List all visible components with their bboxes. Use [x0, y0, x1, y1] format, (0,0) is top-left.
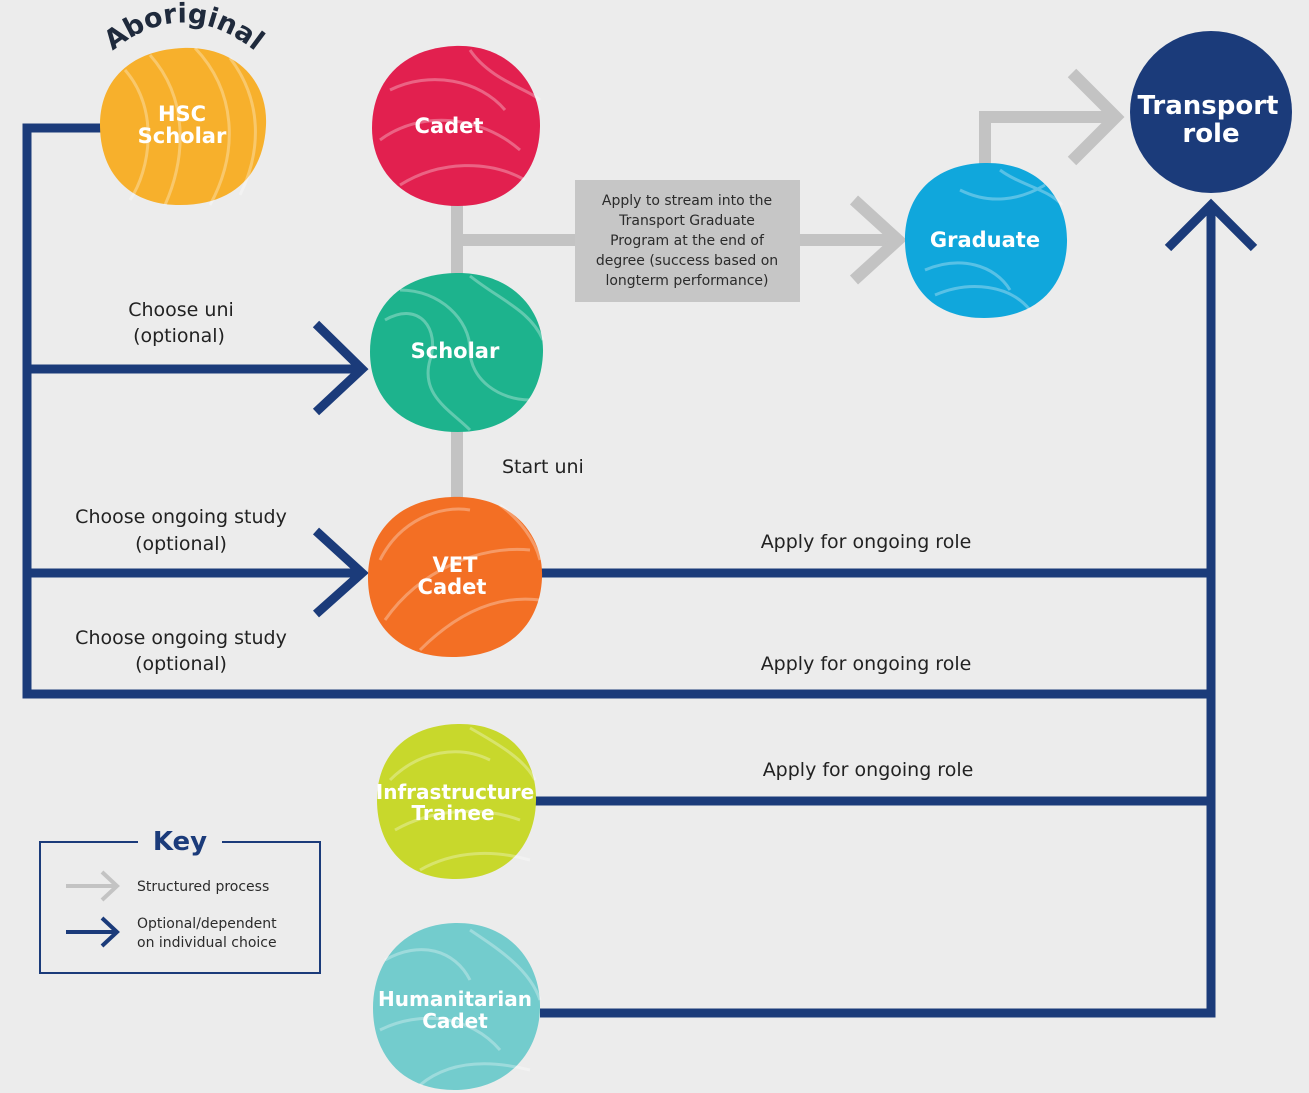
transport-arrow-head [1067, 68, 1125, 166]
info-line-1: Apply to stream into the [602, 193, 772, 209]
infrastructure-trainee-line-2: Trainee [411, 801, 494, 825]
hsc-scholar-line-2: Scholar [138, 124, 227, 148]
scholar-arrow-head [312, 320, 369, 416]
legend-key: Key Structured process Optional/dependen… [39, 827, 321, 974]
humanitarian-cadet-line-2: Cadet [422, 1009, 488, 1033]
vet-cadet-line-1: VET [433, 553, 479, 577]
apply-ongoing-label-2: Apply for ongoing role [761, 653, 972, 675]
info-line-4: degree (success based on [596, 253, 778, 269]
node-infrastructure-trainee: Infrastructure Trainee [376, 723, 537, 879]
optional-connectors [22, 123, 1258, 1018]
key-title: Key [153, 827, 207, 857]
node-graduate: Graduate [905, 162, 1068, 318]
choose-ongoing-1-line-2: (optional) [135, 533, 227, 555]
choose-ongoing-2-line-1: Choose ongoing study [75, 627, 287, 649]
node-hsc-scholar: HSC Scholar [100, 46, 267, 206]
node-transport-role: Transport role [1130, 31, 1292, 193]
key-structured-arrow-icon [100, 870, 120, 902]
apply-ongoing-label-3: Apply for ongoing role [763, 759, 974, 781]
transport-role-line-1: Transport [1138, 91, 1279, 121]
key-optional-line-2: on individual choice [137, 935, 277, 951]
info-line-2: Transport Graduate [618, 213, 755, 229]
humanitarian-to-transport-line [540, 205, 1216, 1018]
choose-ongoing-1-line-1: Choose ongoing study [75, 506, 287, 528]
info-line-3: Program at the end of [610, 233, 765, 249]
key-structured-label: Structured process [137, 879, 269, 895]
graduate-label: Graduate [930, 228, 1040, 252]
transport-up-arrow-head [1164, 198, 1258, 252]
info-line-5: longterm performance) [605, 273, 768, 289]
vet-arrow-head [312, 527, 369, 618]
scholar-label: Scholar [411, 339, 500, 363]
humanitarian-cadet-line-1: Humanitarian [378, 987, 532, 1011]
hsc-trunk-line [22, 123, 1211, 699]
choose-ongoing-2-line-2: (optional) [135, 653, 227, 675]
infrastructure-trainee-line-1: Infrastructure [376, 780, 534, 804]
node-vet-cadet: VET Cadet [368, 496, 543, 657]
apply-ongoing-label-1: Apply for ongoing role [761, 531, 972, 553]
node-cadet: Cadet [372, 45, 542, 206]
node-humanitarian-cadet: Humanitarian Cadet [373, 922, 542, 1090]
graduate-to-transport-connector [979, 111, 1115, 165]
key-optional-arrow-icon [100, 916, 120, 948]
graduate-program-info-box: Apply to stream into the Transport Gradu… [575, 180, 800, 302]
cadet-label: Cadet [415, 114, 484, 138]
node-scholar: Scholar [370, 272, 545, 432]
key-optional-line-1: Optional/dependent [137, 916, 277, 932]
choose-uni-line-2: (optional) [133, 325, 225, 347]
vet-cadet-line-2: Cadet [418, 575, 487, 599]
start-uni-label: Start uni [502, 456, 584, 478]
key-border [39, 841, 321, 974]
graduate-arrow-head [849, 195, 907, 285]
choose-uni-line-1: Choose uni [128, 299, 234, 321]
transport-role-line-2: role [1182, 119, 1239, 149]
hsc-scholar-line-1: HSC [158, 102, 206, 126]
